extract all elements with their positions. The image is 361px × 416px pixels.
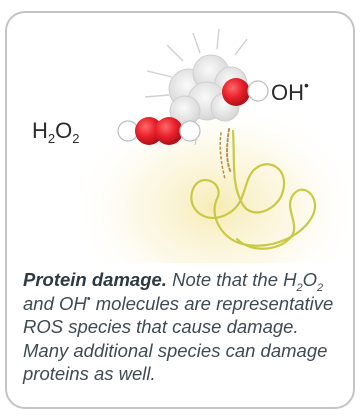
- figure-card: OH• H2O2 Protein damage. Note that the H…: [5, 11, 355, 409]
- figure-caption: Protein damage. Note that the H2O2 and O…: [23, 269, 334, 384]
- damaged-protein-segment: [226, 128, 232, 174]
- caption-title: Protein damage.: [23, 269, 167, 290]
- h2o2-label: H2O2: [32, 118, 80, 146]
- protein-chain: [190, 129, 316, 250]
- radical-dot: •: [304, 77, 309, 93]
- reaction-cloud: [168, 54, 248, 127]
- oh-molecule: [222, 78, 269, 106]
- h2o2-molecule: [117, 117, 201, 145]
- oh-label: OH•: [271, 77, 309, 105]
- protein-damage-diagram: [67, 28, 353, 263]
